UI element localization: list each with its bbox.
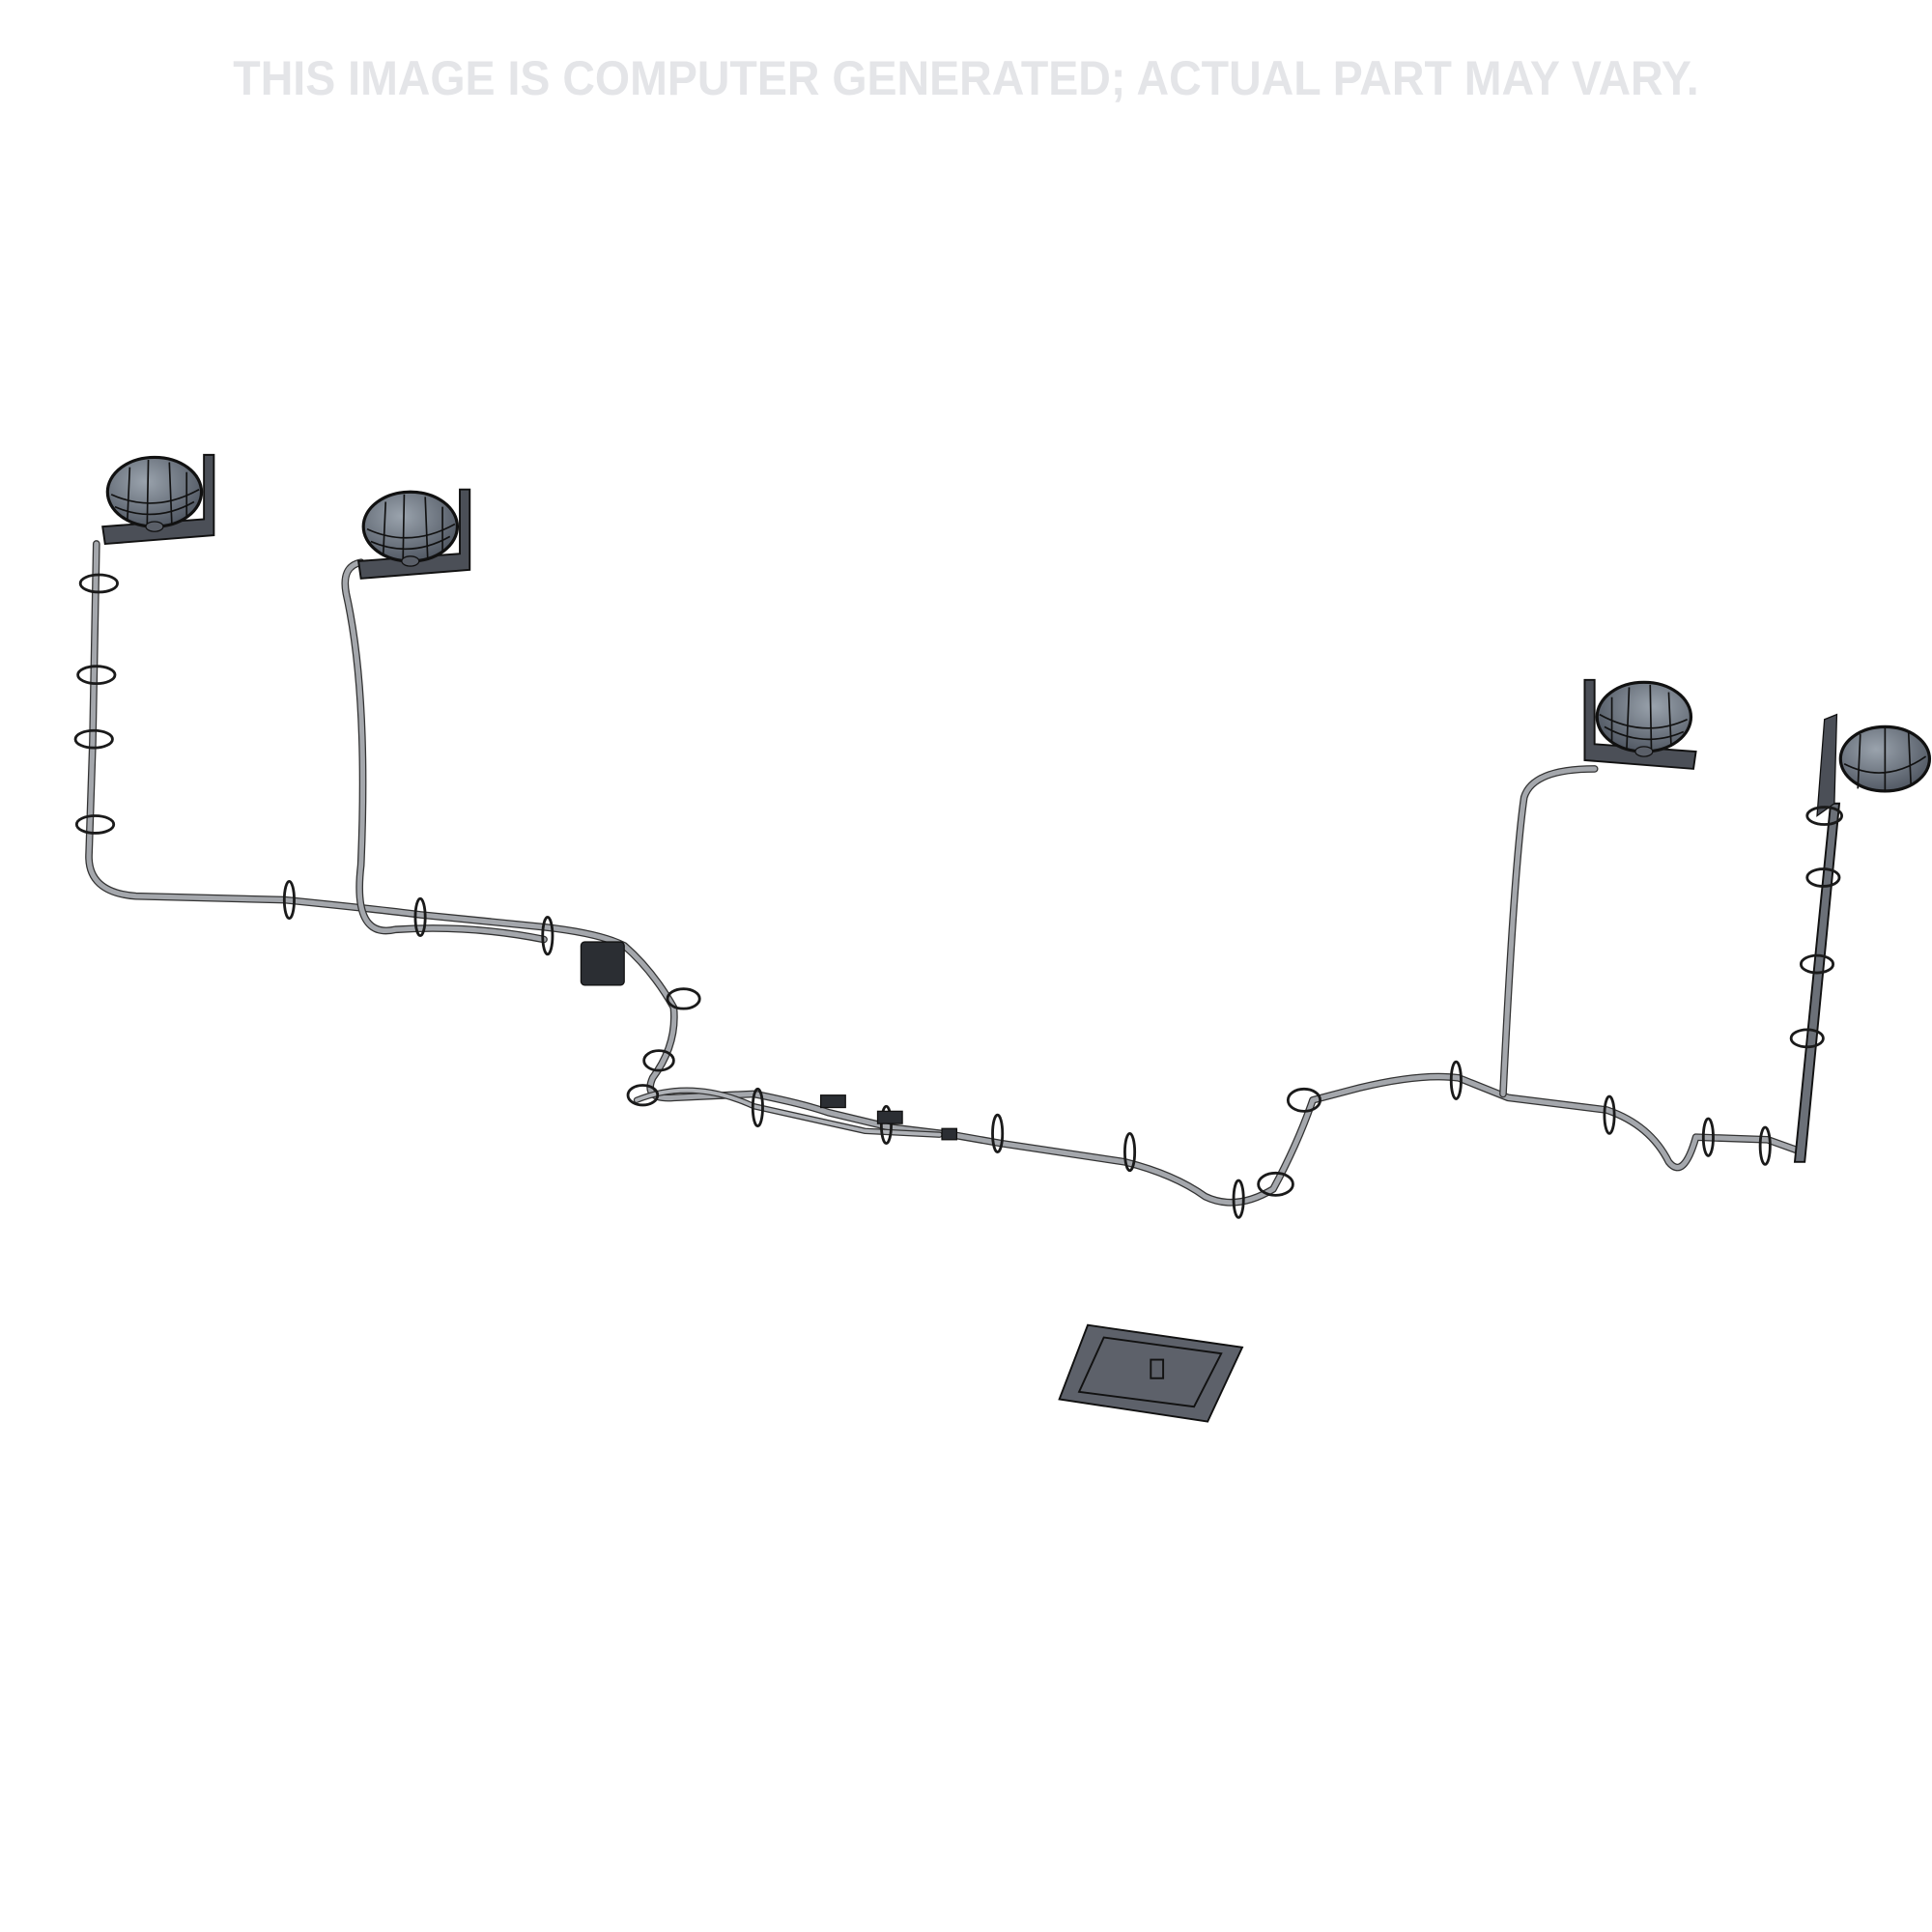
lamp-2 — [356, 488, 471, 581]
cable-clips — [73, 573, 1843, 1219]
lamp-1 — [100, 453, 215, 546]
pole — [1793, 713, 1841, 1163]
disclaimer-watermark: THIS IMAGE IS COMPUTER GENERATED; ACTUAL… — [233, 51, 1699, 105]
switch-plate — [1058, 1323, 1244, 1423]
wiring-harness — [85, 540, 1806, 1207]
lamp-3 — [1582, 678, 1698, 771]
lamp-4 — [1838, 724, 1932, 793]
connectors — [580, 941, 958, 1141]
